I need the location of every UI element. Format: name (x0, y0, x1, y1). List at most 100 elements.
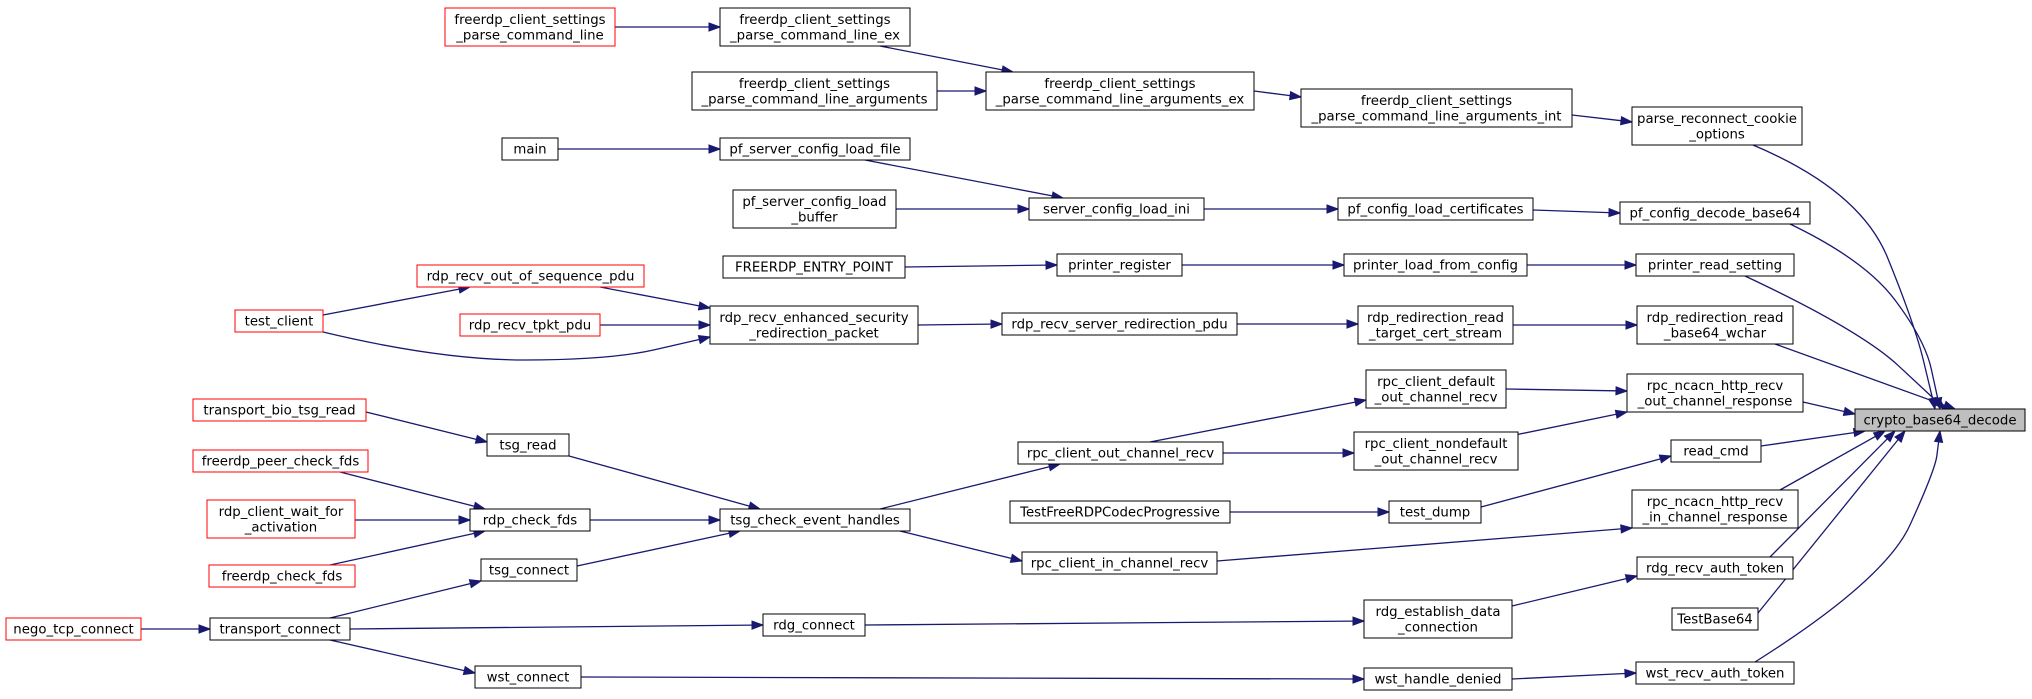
edge-line (1216, 528, 1622, 562)
node-box (1631, 489, 1799, 529)
node-freerdp_check_fds[interactable]: freerdp_check_fds (208, 564, 356, 588)
edge-rdp_recv_enhanced_security_redirection_packet-to-rdp_recv_server_redirection_pdu (917, 319, 1004, 329)
node-crypto_base64_decode[interactable]: crypto_base64_decode (1854, 408, 2026, 432)
node-transport_bio_tsg_read[interactable]: transport_bio_tsg_read (192, 398, 367, 422)
node-rpc_client_default_out_channel_recv[interactable]: rpc_client_default_out_channel_recv (1365, 369, 1507, 409)
node-label: rdp_recv_out_of_sequence_pdu (427, 270, 635, 285)
node-rdp_redirection_read_target_cert_stream[interactable]: rdp_redirection_read_target_cert_stream (1357, 305, 1514, 345)
node-rdp_recv_out_of_sequence_pdu[interactable]: rdp_recv_out_of_sequence_pdu (416, 264, 645, 288)
node-fcs_parse_ex[interactable]: freerdp_client_settings_parse_command_li… (985, 71, 1255, 111)
edge-line (580, 676, 1354, 680)
node-transport_connect[interactable]: transport_connect (209, 617, 351, 641)
edge-line (1774, 343, 1945, 406)
node-box (1021, 551, 1218, 575)
node-FREERDP_ENTRY_POINT[interactable]: FREERDP_ENTRY_POINT (722, 255, 906, 279)
edge-arrowhead (697, 335, 712, 345)
node-rpc_ncacn_http_recv_in_channel_response[interactable]: rpc_ncacn_http_recv_in_channel_response (1631, 489, 1799, 529)
node-wst_connect[interactable]: wst_connect (474, 665, 582, 689)
node-label: wst_handle_denied (1375, 673, 1502, 688)
edge-TestFreeRDPCodecProgressive-to-test_dump (1230, 507, 1391, 517)
node-printer_load_from_config[interactable]: printer_load_from_config (1343, 253, 1528, 277)
edge-line (329, 582, 471, 619)
node-rpc_client_nondefault_out_channel_recv[interactable]: rpc_client_nondefault_out_channel_recv (1353, 431, 1519, 471)
node-box (192, 398, 367, 422)
node-box (1001, 312, 1238, 336)
node-label: tsg_read (499, 439, 556, 454)
edge-line (1752, 144, 1934, 399)
node-fcs_parse_int[interactable]: freerdp_client_settings_parse_command_li… (1300, 88, 1573, 128)
node-label: _parse_command_line (455, 28, 603, 43)
node-label: _in_channel_response (1641, 510, 1787, 525)
node-rdg_recv_auth_token[interactable]: rdg_recv_auth_token (1636, 556, 1794, 580)
node-parse_reconnect_cookie_options[interactable]: parse_reconnect_cookie_options (1631, 106, 1803, 146)
node-fcs_parse_cmdline_arguments[interactable]: freerdp_client_settings_parse_command_li… (691, 71, 938, 111)
node-rdp_check_fds[interactable]: rdp_check_fds (469, 508, 591, 532)
edge-line (864, 620, 1354, 626)
node-TestBase64[interactable]: TestBase64 (1671, 607, 1759, 631)
edge-arrowhead (974, 86, 988, 96)
edge-arrowhead (1933, 429, 1944, 443)
node-label: transport_connect (219, 623, 340, 638)
node-label: freerdp_client_settings (454, 13, 605, 28)
node-read_cmd[interactable]: read_cmd (1670, 439, 1762, 463)
edge-read_cmd-to-crypto_base64_decode (1760, 427, 1867, 447)
edge-test_client-to-rdp_recv_enhanced_security_redirection_packet (322, 331, 712, 361)
node-box (691, 71, 938, 111)
node-fcs_parse_command_line[interactable]: freerdp_client_settings_parse_command_li… (444, 7, 616, 47)
node-printer_register[interactable]: printer_register (1056, 253, 1183, 277)
edge-tsg_connect-to-tsg_check_event_handles (576, 528, 742, 567)
edge-arrowhead (1017, 204, 1031, 214)
edge-line (879, 45, 1003, 71)
node-test_dump[interactable]: test_dump (1388, 500, 1482, 524)
edge-line (1511, 577, 1627, 607)
node-main[interactable]: main (501, 137, 559, 161)
edge-line (322, 331, 700, 361)
node-box (1626, 373, 1804, 413)
node-nego_tcp_connect[interactable]: nego_tcp_connect (5, 617, 142, 641)
node-rpc_client_in_channel_recv[interactable]: rpc_client_in_channel_recv (1021, 551, 1218, 575)
edge-line (879, 466, 1050, 510)
node-label: pf_config_load_certificates (1347, 203, 1523, 218)
node-fcs_parse_cmdline_ex[interactable]: freerdp_client_settings_parse_command_li… (719, 7, 911, 47)
edge-TestBase64-to-crypto_base64_decode (1757, 429, 1906, 614)
node-freerdp_peer_check_fds[interactable]: freerdp_peer_check_fds (192, 449, 369, 473)
node-server_config_load_ini[interactable]: server_config_load_ini (1028, 197, 1205, 221)
node-box (1365, 369, 1507, 409)
node-box (1636, 305, 1794, 345)
node-box (709, 305, 919, 345)
node-pf_server_config_load_buffer[interactable]: pf_server_config_load_buffer (732, 189, 897, 229)
node-label: parse_reconnect_cookie (1637, 112, 1797, 127)
node-rdg_connect[interactable]: rdg_connect (762, 613, 866, 637)
node-rdp_recv_server_redirection_pdu[interactable]: rdp_recv_server_redirection_pdu (1001, 312, 1238, 336)
node-TestFreeRDPCodecProgressive[interactable]: TestFreeRDPCodecProgressive (1009, 500, 1231, 524)
node-wst_recv_auth_token[interactable]: wst_recv_auth_token (1635, 661, 1795, 685)
node-wst_handle_denied[interactable]: wst_handle_denied (1363, 667, 1513, 691)
node-rdp_recv_enhanced_security_redirection_packet[interactable]: rdp_recv_enhanced_security_redirection_p… (709, 305, 919, 345)
node-box (1388, 500, 1482, 524)
node-rdg_establish_data_connection[interactable]: rdg_establish_data_connection (1363, 599, 1513, 639)
node-label: rpc_client_out_channel_recv (1027, 447, 1214, 462)
edge-arrowhead (990, 319, 1004, 329)
node-box (1343, 253, 1528, 277)
node-tsg_check_event_handles[interactable]: tsg_check_event_handles (719, 508, 911, 532)
node-rdp_recv_tpkt_pdu[interactable]: rdp_recv_tpkt_pdu (459, 313, 601, 337)
node-test_client[interactable]: test_client (234, 309, 324, 333)
node-pf_config_load_certificates[interactable]: pf_config_load_certificates (1337, 197, 1534, 221)
node-pf_server_config_load_file[interactable]: pf_server_config_load_file (719, 137, 911, 161)
node-box (1300, 88, 1573, 128)
edge-arrowhead (198, 624, 212, 634)
edge-line (1789, 223, 1939, 399)
edge-arrowhead (1352, 616, 1366, 626)
node-tsg_connect[interactable]: tsg_connect (480, 558, 578, 582)
edge-rdp_recv_tpkt_pdu-to-rdp_recv_enhanced_security_redirection_packet (600, 320, 712, 330)
node-rdp_client_wait_for_activation[interactable]: rdp_client_wait_for_activation (206, 499, 356, 539)
node-pf_config_decode_base64[interactable]: pf_config_decode_base64 (1619, 201, 1811, 225)
node-rpc_client_out_channel_recv[interactable]: rpc_client_out_channel_recv (1017, 441, 1224, 465)
node-tsg_read[interactable]: tsg_read (486, 433, 570, 457)
node-label: freerdp_peer_check_fds (202, 455, 360, 470)
node-label: _parse_command_line_arguments_ex (995, 92, 1245, 107)
node-printer_read_setting[interactable]: printer_read_setting (1635, 253, 1795, 277)
node-box (480, 558, 578, 582)
node-rpc_ncacn_http_recv_out_channel_response[interactable]: rpc_ncacn_http_recv_out_channel_response (1626, 373, 1804, 413)
node-rdp_redirection_read_base64_wchar[interactable]: rdp_redirection_read_base64_wchar (1636, 305, 1794, 345)
